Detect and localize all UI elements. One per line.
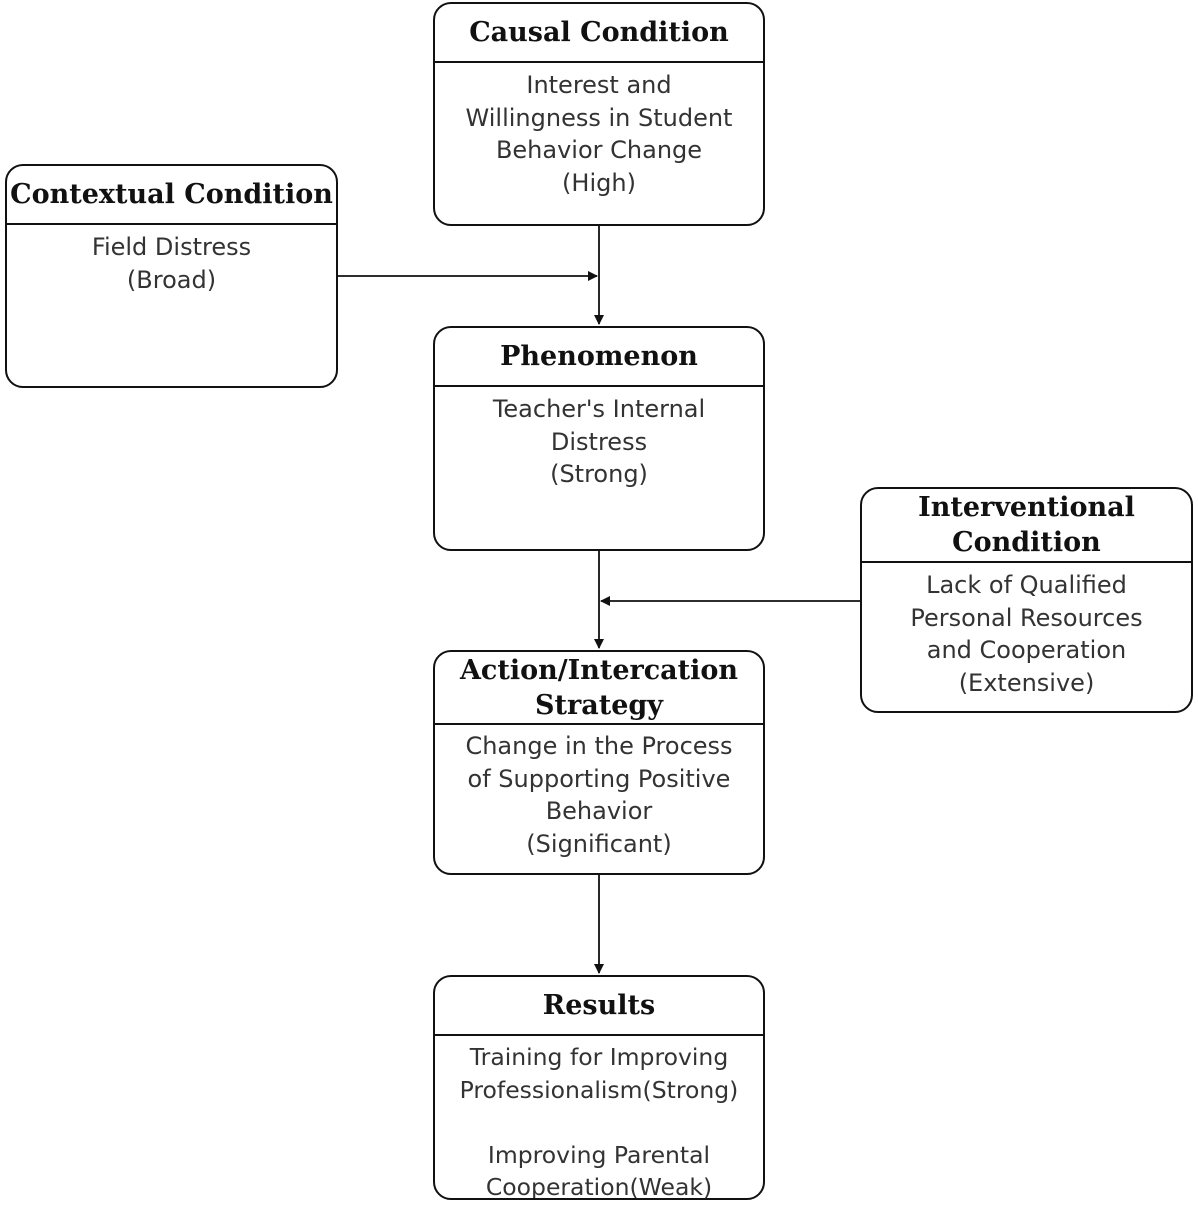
results-spacer xyxy=(435,1106,763,1139)
results-line: Training for Improving xyxy=(469,1043,729,1071)
causal-condition-box: Causal Condition Interest and Willingnes… xyxy=(433,2,765,226)
interventional-condition-body: Lack of Qualified Personal Resources and… xyxy=(862,563,1191,699)
contextual-condition-title: Contextual Condition xyxy=(7,166,336,225)
interventional-line: Personal Resources xyxy=(910,603,1143,632)
phenomenon-line: (Strong) xyxy=(550,460,648,488)
contextual-line: Field Distress xyxy=(91,233,252,261)
results-line: Improving Parental xyxy=(487,1140,711,1169)
strategy-title-line: Action/Intercation xyxy=(459,654,739,686)
contextual-condition-box: Contextual Condition Field Distress (Bro… xyxy=(5,164,338,388)
action-strategy-box: Action/Intercation Strategy Change in th… xyxy=(433,650,765,875)
interventional-title-line: Condition xyxy=(952,527,1101,558)
action-strategy-body: Change in the Process of Supporting Posi… xyxy=(435,725,763,860)
interventional-condition-box: Interventional Condition Lack of Qualifi… xyxy=(860,487,1193,713)
strategy-line: Behavior xyxy=(545,797,653,825)
causal-line: Behavior Change xyxy=(495,136,703,164)
contextual-condition-body: Field Distress (Broad) xyxy=(7,225,336,296)
interventional-title-line: Interventional xyxy=(918,492,1135,523)
causal-condition-title: Causal Condition xyxy=(435,4,763,63)
interventional-line: Lack of Qualified xyxy=(926,571,1127,599)
causal-line: (High) xyxy=(562,168,636,197)
strategy-line: of Supporting Positive xyxy=(467,764,731,793)
phenomenon-line: Teacher's Internal xyxy=(492,395,706,423)
strategy-line: Change in the Process xyxy=(465,732,733,760)
action-strategy-title: Action/Intercation Strategy xyxy=(435,652,763,725)
phenomenon-box: Phenomenon Teacher's Internal Distress (… xyxy=(433,326,765,551)
strategy-line: (Significant) xyxy=(526,829,672,858)
phenomenon-body: Teacher's Internal Distress (Strong) xyxy=(435,387,763,491)
results-line: Professionalism(Strong) xyxy=(459,1075,739,1104)
results-line: Cooperation(Weak) xyxy=(485,1173,713,1200)
causal-line: Willingness in Student xyxy=(465,103,733,132)
results-box: Results Training for Improving Professio… xyxy=(433,975,765,1200)
strategy-title-line: Strategy xyxy=(535,689,663,721)
contextual-line: (Broad) xyxy=(126,265,217,294)
results-body: Training for Improving Professionalism(S… xyxy=(435,1036,763,1200)
interventional-line: (Extensive) xyxy=(958,668,1095,697)
interventional-condition-title: Interventional Condition xyxy=(862,489,1191,563)
interventional-line: and Cooperation xyxy=(926,636,1127,664)
results-title: Results xyxy=(435,977,763,1036)
phenomenon-title: Phenomenon xyxy=(435,328,763,387)
causal-condition-body: Interest and Willingness in Student Beha… xyxy=(435,63,763,199)
causal-line: Interest and xyxy=(526,71,672,99)
phenomenon-line: Distress xyxy=(550,427,648,456)
